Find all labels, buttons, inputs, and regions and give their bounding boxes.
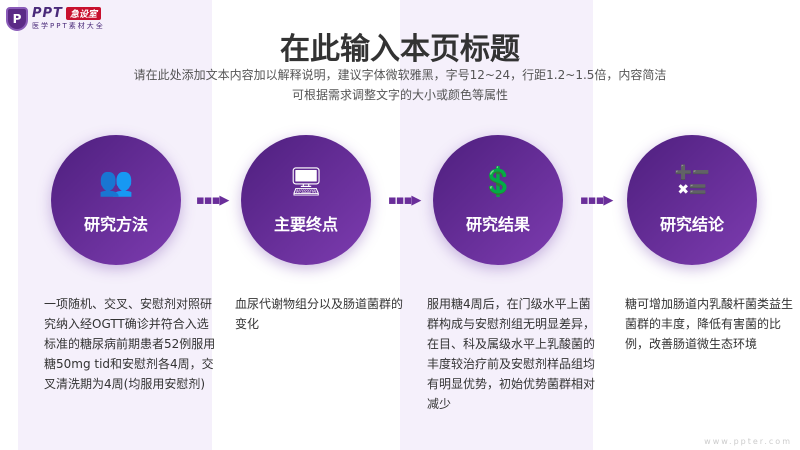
money-group-icon: 💲 — [480, 165, 516, 198]
monitor-presenter-icon: 🖥 — [288, 165, 324, 198]
subtitle-line-2: 可根据需求调整文字的大小或颜色等属性 — [291, 88, 508, 102]
step-label: 研究结果 — [465, 215, 530, 234]
step-description-4: 糖可增加肠道内乳酸杆菌类益生菌群的丰度，降低有害菌的比例，改善肠道微生态环境 — [625, 297, 794, 351]
arrow-icon: ▪▪▪▶ — [196, 193, 229, 208]
step-label: 研究方法 — [83, 215, 148, 234]
logo-brand: PPT — [32, 6, 63, 21]
watermark: www.ppter.com — [704, 437, 792, 446]
meeting-icon: 👥 — [98, 165, 134, 198]
step-circle-2: 🖥 主要终点 — [241, 135, 371, 265]
logo-tagline: 医学PPT素材大全 — [32, 22, 105, 30]
logo-badge: 急设室 — [65, 7, 101, 20]
page-title: 在此输入本页标题 — [280, 32, 520, 67]
shield-icon: P — [6, 6, 28, 31]
step-description-2: 血尿代谢物组分以及肠道菌群的变化 — [235, 297, 404, 331]
step-label: 研究结论 — [659, 215, 724, 234]
arrow-icon: ▪▪▪▶ — [580, 193, 613, 208]
arrow-icon: ▪▪▪▶ — [388, 193, 421, 208]
calculator-icon: ➕➖ ✖🟰 — [674, 165, 710, 198]
step-label: 主要终点 — [273, 215, 338, 234]
step-circle-4: ➕➖ ✖🟰 研究结论 — [627, 135, 757, 265]
step-circle-1: 👥 研究方法 — [51, 135, 181, 265]
step-circle-3: 💲 研究结果 — [433, 135, 563, 265]
subtitle-line-1: 请在此处添加文本内容加以解释说明，建议字体微软雅黑，字号12~24，行距1.2~… — [133, 68, 667, 82]
step-description-1: 一项随机、交叉、安慰剂对照研究纳入经OGTT确诊并符合入选标准的糖尿病前期患者5… — [44, 297, 216, 391]
step-description-3: 服用糖4周后，在门级水平上菌群构成与安慰剂组无明显差异，在目、科及属级水平上乳酸… — [427, 297, 596, 411]
